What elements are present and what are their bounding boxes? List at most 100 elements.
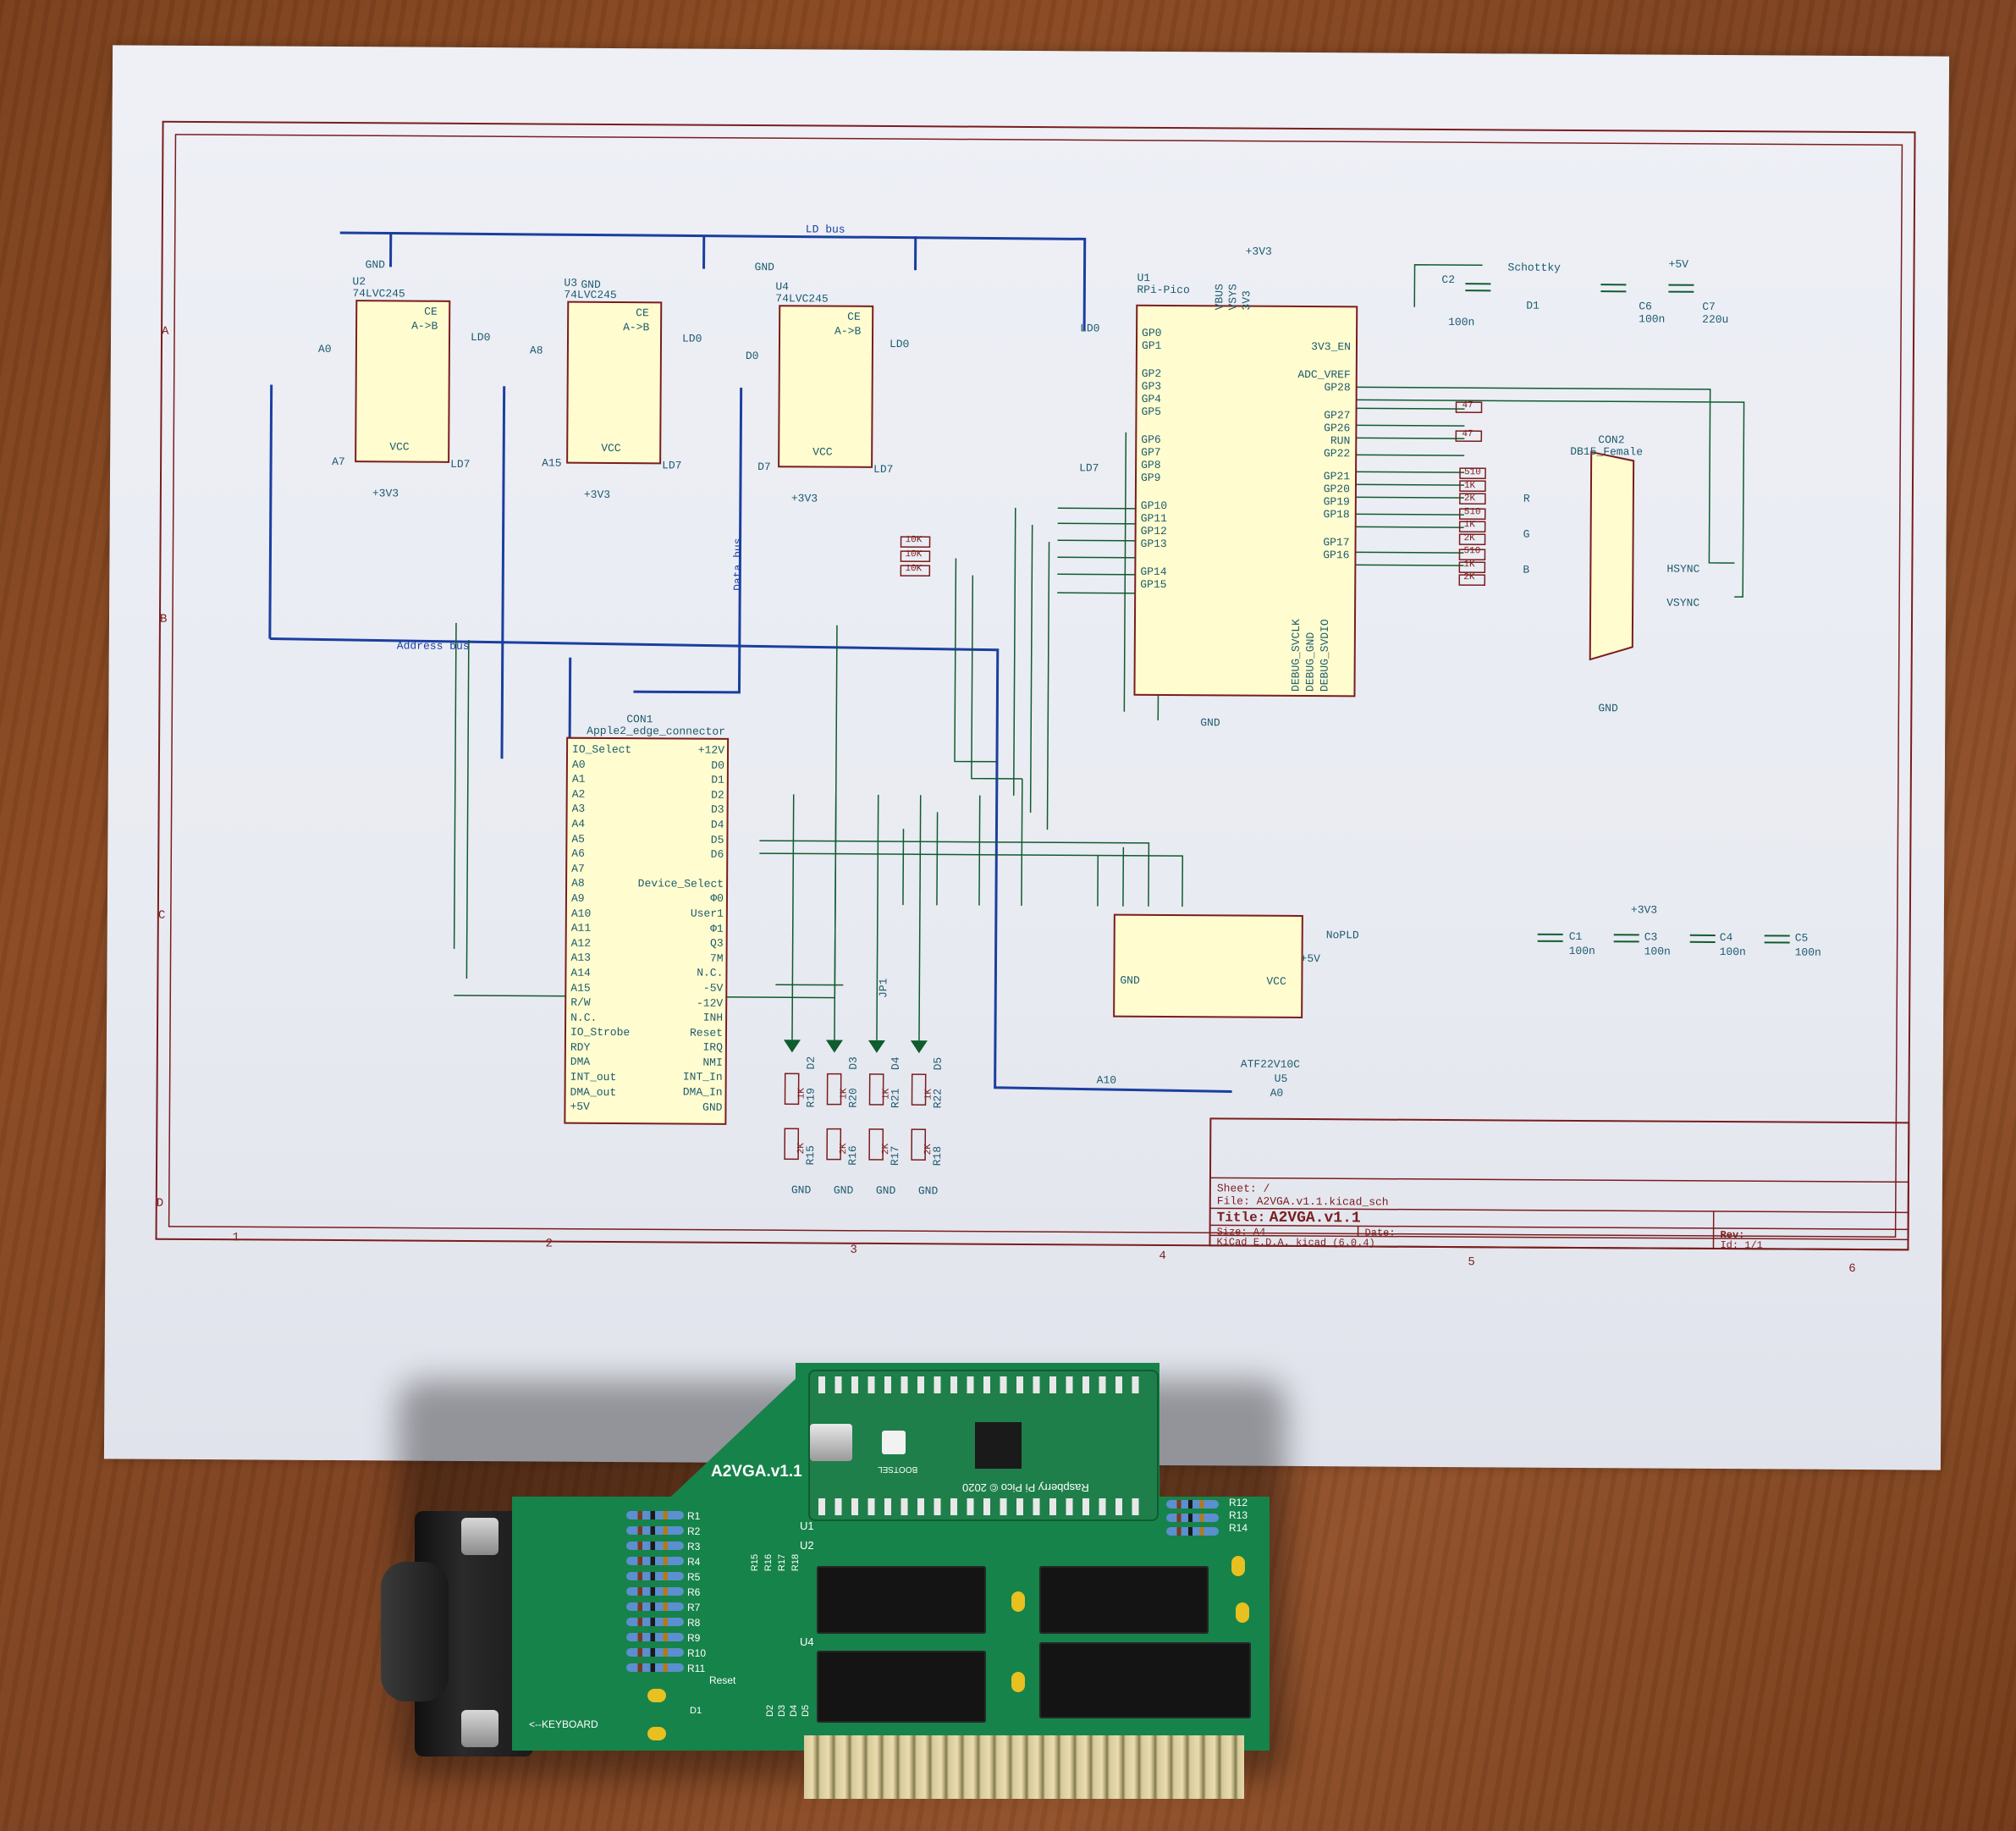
u2-ref: U2 [352,275,366,289]
border-letter: C [157,908,166,923]
tb-id: Id: 1/1 [1720,1239,1763,1252]
pcb-keyboard: <--KEYBOARD [529,1718,598,1730]
pcb-resistor [1166,1500,1219,1508]
vga-g: G [1523,527,1530,541]
pico-right-pins: 3V3_EN ADC_VREF GP28 GP27 GP26 RUN GP22 … [1297,340,1352,562]
cap-c6-value: 100n [1639,312,1666,326]
u3-in-last: A15 [542,456,562,470]
u4-in-last: D7 [757,461,771,474]
dip-chip-u3 [1039,1566,1209,1634]
vga-hsync: HSYNC [1666,562,1700,576]
raspberry-pi-pico: Raspberry Pi Pico © 2020 BOOTSEL [808,1370,1159,1521]
diode-d1-value: Schottky [1507,261,1562,274]
led-gnd-4: GND [917,1184,939,1198]
border-number: 3 [850,1243,857,1257]
u1-ref: U1 [1137,271,1151,284]
cap-c7: C7 [1702,300,1716,313]
led-gnd-1: GND [790,1183,812,1197]
pcb-resistor [626,1618,684,1626]
led-res2-value-2: 2K [839,1143,850,1155]
pico-pin-row-top [818,1376,1148,1393]
border-letter: B [159,612,168,626]
u3-out-first: LD0 [681,332,702,345]
pcb-resistor [626,1572,684,1580]
border-number: 5 [1468,1255,1475,1270]
edge-left-pins: IO_Select A0 A1 A2 A3 A4 A5 A6 A7 A8 A9 … [570,742,632,1114]
pcb-capacitor [1231,1556,1245,1576]
u4-gnd: GND [754,261,774,274]
pcb-resistor [626,1526,684,1535]
dip-chip-u4 [817,1651,986,1723]
led-d5: D5 [931,1056,945,1071]
signal-wires [453,264,1745,1041]
pico-debug-svdio: DEBUG_SVDIO [1318,619,1332,692]
led-d3: D3 [846,1056,860,1070]
u2-in-first: A0 [317,342,332,356]
border-number: 6 [1848,1261,1856,1276]
schematic-drawing [155,120,1916,1251]
led-gnd-2: GND [833,1183,854,1197]
border-letter: A [162,324,169,339]
u2-ce: CE [424,305,438,318]
pld-a0: A0 [1270,1086,1284,1100]
pcb-resistor [626,1663,684,1672]
pcb-resistor [626,1648,684,1657]
pico-top-3v3: 3V3 [1240,290,1253,311]
border-letter: D [156,1196,164,1211]
pcb-capacitor [1011,1672,1025,1692]
u3-in-first: A8 [529,344,543,357]
pico-debug-gnd: DEBUG_GND [1303,631,1317,692]
pcb-capacitor [1236,1602,1249,1623]
u4-vcc: VCC [812,445,833,459]
pico-bootsel-label: BOOTSEL [878,1464,918,1474]
u2-part: 74LVC245 [352,287,405,301]
led-res-value-2: 1K [839,1088,850,1100]
pld-a10: A10 [1096,1073,1117,1087]
sync-res-1: 47 [1462,400,1473,411]
u3-power: +3V3 [583,488,611,501]
cap-c4: C4 [1719,931,1733,945]
pico-left-pins: GP0 GP1 GP2 GP3 GP4 GP5 GP6 GP7 GP8 GP9 … [1140,326,1168,592]
con2-ref: CON2 [1598,433,1625,447]
pico-power: +3V3 [1245,245,1272,258]
data-bus-label: Data bus [731,538,745,591]
vga-r: R [1523,492,1530,505]
pico-silk-text: Raspberry Pi Pico © 2020 [962,1481,1089,1494]
pcb-right-resistors [1166,1500,1219,1541]
u3-dir: A->B [623,321,650,334]
u1-ld7: LD7 [1079,461,1099,475]
dip-chip-u2 [817,1566,986,1634]
vga-screw-top [461,1518,498,1555]
tb-title-prefix: Title: [1216,1210,1266,1226]
cap-c6: C6 [1639,300,1652,313]
pico-debug-svclk: DEBUG_SVCLK [1289,619,1303,692]
u2-dir: A->B [411,319,438,333]
con2-part: DB15_Female [1570,444,1644,459]
pico-top-vbus: VBUS [1213,284,1226,311]
u4-in-first: D0 [745,349,759,363]
schematic-paper: 1 2 3 4 5 6 A B C D LD bus Address bus D… [103,45,1950,1470]
plus5v: +5V [1668,257,1689,271]
cap-c3-value: 100n [1644,945,1671,958]
u4-part: 74LVC245 [775,292,829,306]
cap-c7-value: 220u [1702,312,1729,327]
pld-ref: U5 [1274,1072,1288,1085]
pico-pin-row-bottom [818,1498,1148,1515]
ld-bus-label: LD bus [805,223,846,236]
led-res-value-3: 1K [881,1088,892,1100]
pcb-right-resistor-labels: R12 R13 R14 [1229,1497,1248,1534]
pcb-u4: U4 [800,1635,814,1648]
vga-resistor-values: 510 1K 2K 510 1K 2K 510 1K 2K [1463,467,1481,583]
pcb-resistor [1166,1514,1219,1522]
pcb-capacitor [1011,1591,1025,1612]
u2-out-first: LD0 [470,330,491,345]
led-res2-value-4: 2K [923,1144,934,1155]
border-number: 1 [232,1231,240,1245]
pcb-u1: U1 [800,1519,814,1532]
cap-c5: C5 [1794,931,1809,945]
u1-part: RPi-Pico [1137,283,1190,297]
cap-c2: C2 [1441,273,1456,287]
frame-inner [168,134,1903,1238]
u2-in-last: A7 [332,455,345,469]
pcb-u2: U2 [800,1539,814,1552]
